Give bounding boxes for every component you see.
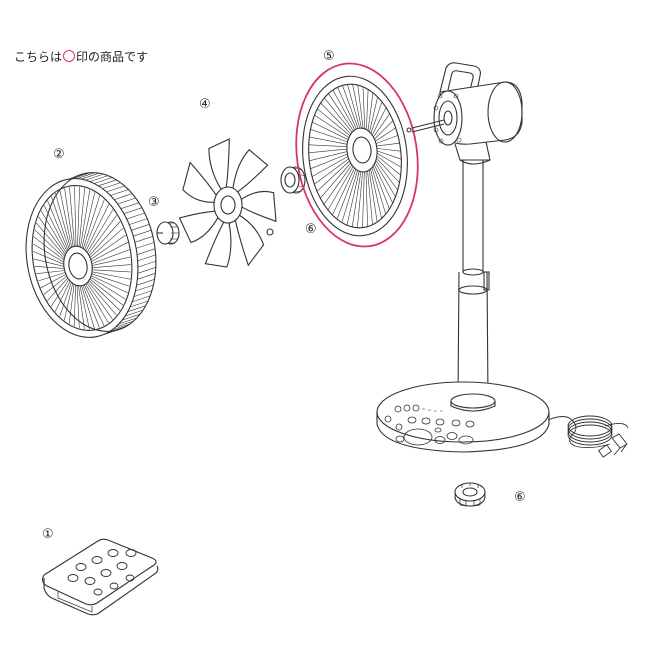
highlight-oval <box>295 62 419 248</box>
pole <box>457 160 490 399</box>
blade <box>178 138 277 268</box>
caption: こちらは印の商品です <box>14 50 148 64</box>
rear-guard <box>302 75 408 237</box>
guard-cap <box>156 221 180 245</box>
callout-guard-cap: ③ <box>148 195 160 210</box>
callout-blade: ④ <box>199 97 211 112</box>
front-guard <box>25 172 157 338</box>
remote-control <box>41 538 159 616</box>
callout-remote: ① <box>42 527 54 542</box>
caption-suffix: 印の商品です <box>76 50 149 64</box>
highlight-circle-icon <box>63 50 76 62</box>
callout-guard-nut-2: ⑥ <box>514 490 526 505</box>
callout-guard-nut: ⑥ <box>305 222 317 237</box>
base <box>376 381 550 453</box>
callout-rear-guard: ⑤ <box>323 49 335 64</box>
caption-prefix: こちらは <box>14 50 63 64</box>
guard-nut <box>280 166 306 194</box>
power-cord <box>547 415 629 458</box>
callout-front-guard: ② <box>53 147 65 162</box>
guard-nut-bottom <box>454 482 486 507</box>
motor-unit <box>406 62 523 165</box>
